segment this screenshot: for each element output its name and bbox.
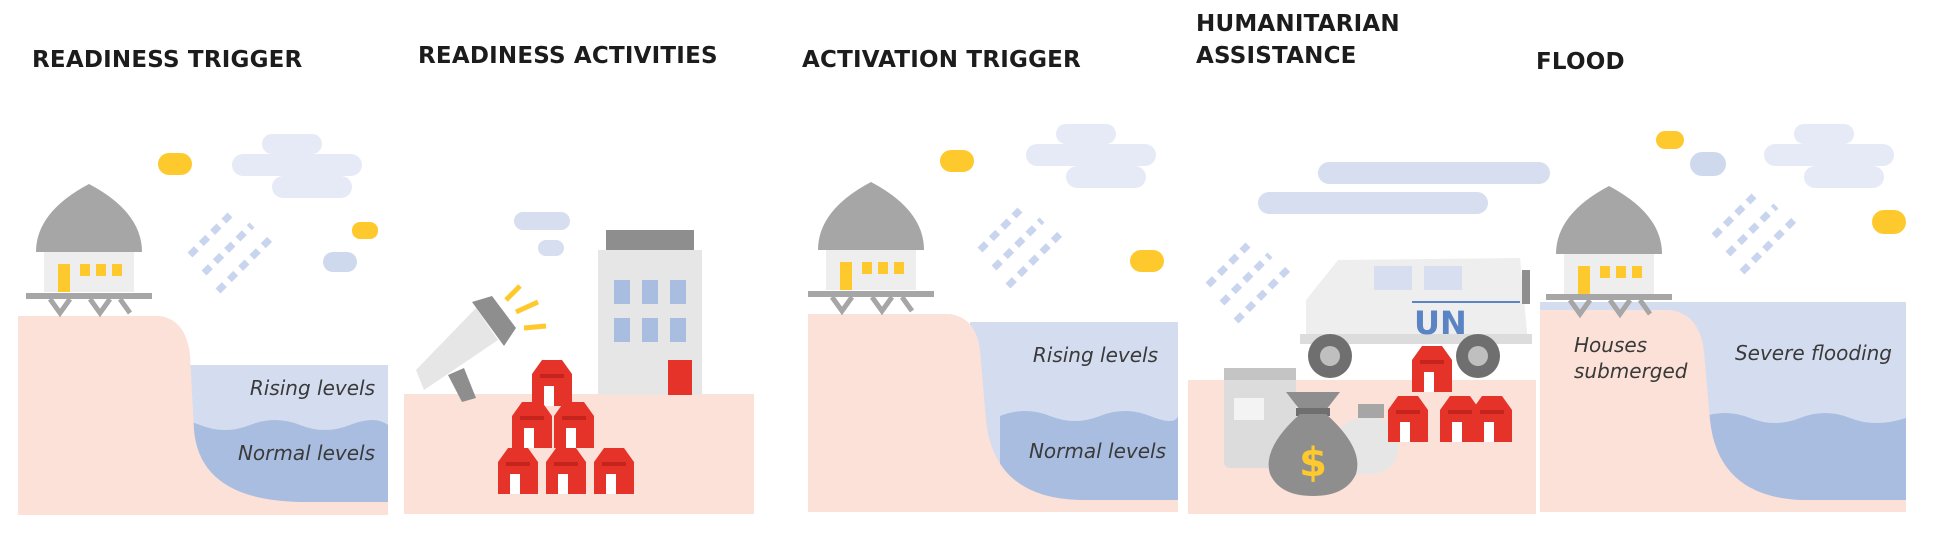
panel-readiness-activities xyxy=(404,212,754,514)
panel-humanitarian-assistance: UN $ xyxy=(1188,162,1550,514)
ground xyxy=(18,316,388,515)
label-normal-levels: Normal levels xyxy=(238,441,375,465)
sun-icon-small xyxy=(1872,210,1906,234)
cloud-small-icon xyxy=(323,252,357,272)
cloud-icon xyxy=(1026,124,1156,188)
sun-icon-small xyxy=(1130,250,1164,272)
hut-icon xyxy=(818,182,924,290)
panel-flood: Houses submerged Severe flooding xyxy=(1540,124,1906,512)
cloud-icon xyxy=(1258,192,1488,214)
hut-icon xyxy=(36,184,142,292)
label-normal-levels: Normal levels xyxy=(1029,439,1166,463)
rain-icon xyxy=(980,210,1064,286)
rain-icon xyxy=(1714,196,1798,272)
water-normal xyxy=(1000,411,1178,500)
un-vehicle-label: UN xyxy=(1414,304,1467,342)
ground xyxy=(808,314,1178,512)
currency-symbol: $ xyxy=(1299,440,1327,486)
heading-readiness-activities: READINESS ACTIVITIES xyxy=(418,43,718,69)
rain-icon xyxy=(1208,245,1292,321)
ground-submerged xyxy=(1540,310,1906,512)
office-building-icon xyxy=(598,230,702,395)
cloud-small-icon xyxy=(1690,152,1726,176)
panel-readiness-trigger: Rising levels Normal levels xyxy=(18,134,388,515)
cloud-icon xyxy=(1764,124,1894,188)
rain-icon xyxy=(190,215,274,291)
stilts-icon xyxy=(26,293,152,313)
cloud-icon xyxy=(514,212,570,230)
panel-activation-trigger: Rising levels Normal levels xyxy=(808,124,1178,512)
stilts-icon xyxy=(808,291,934,311)
label-houses-submerged-line1: Houses xyxy=(1574,333,1647,357)
cloud-icon-small xyxy=(538,240,564,256)
sun-icon xyxy=(158,153,192,175)
label-rising-levels: Rising levels xyxy=(250,376,375,400)
hut-icon xyxy=(1556,186,1662,294)
un-vehicle-icon: UN xyxy=(1300,258,1532,378)
heading-readiness-trigger: READINESS TRIGGER xyxy=(32,47,303,73)
sun-icon xyxy=(940,150,974,172)
label-severe-flooding: Severe flooding xyxy=(1735,341,1892,365)
label-houses-submerged-line2: submerged xyxy=(1574,359,1688,383)
money-bag-icon: $ xyxy=(1268,392,1358,496)
sun-icon-small xyxy=(352,222,378,239)
label-rising-levels: Rising levels xyxy=(1033,343,1158,367)
cloud-icon xyxy=(1318,162,1550,184)
megaphone-icon xyxy=(416,284,547,402)
water-normal xyxy=(1700,413,1906,500)
heading-activation-trigger: ACTIVATION TRIGGER xyxy=(802,47,1081,73)
cloud-icon xyxy=(232,134,362,198)
heading-humanitarian-assistance: HUMANITARIAN ASSISTANCE xyxy=(1196,11,1400,69)
sun-icon xyxy=(1656,131,1684,149)
heading-flood: FLOOD xyxy=(1536,49,1625,75)
